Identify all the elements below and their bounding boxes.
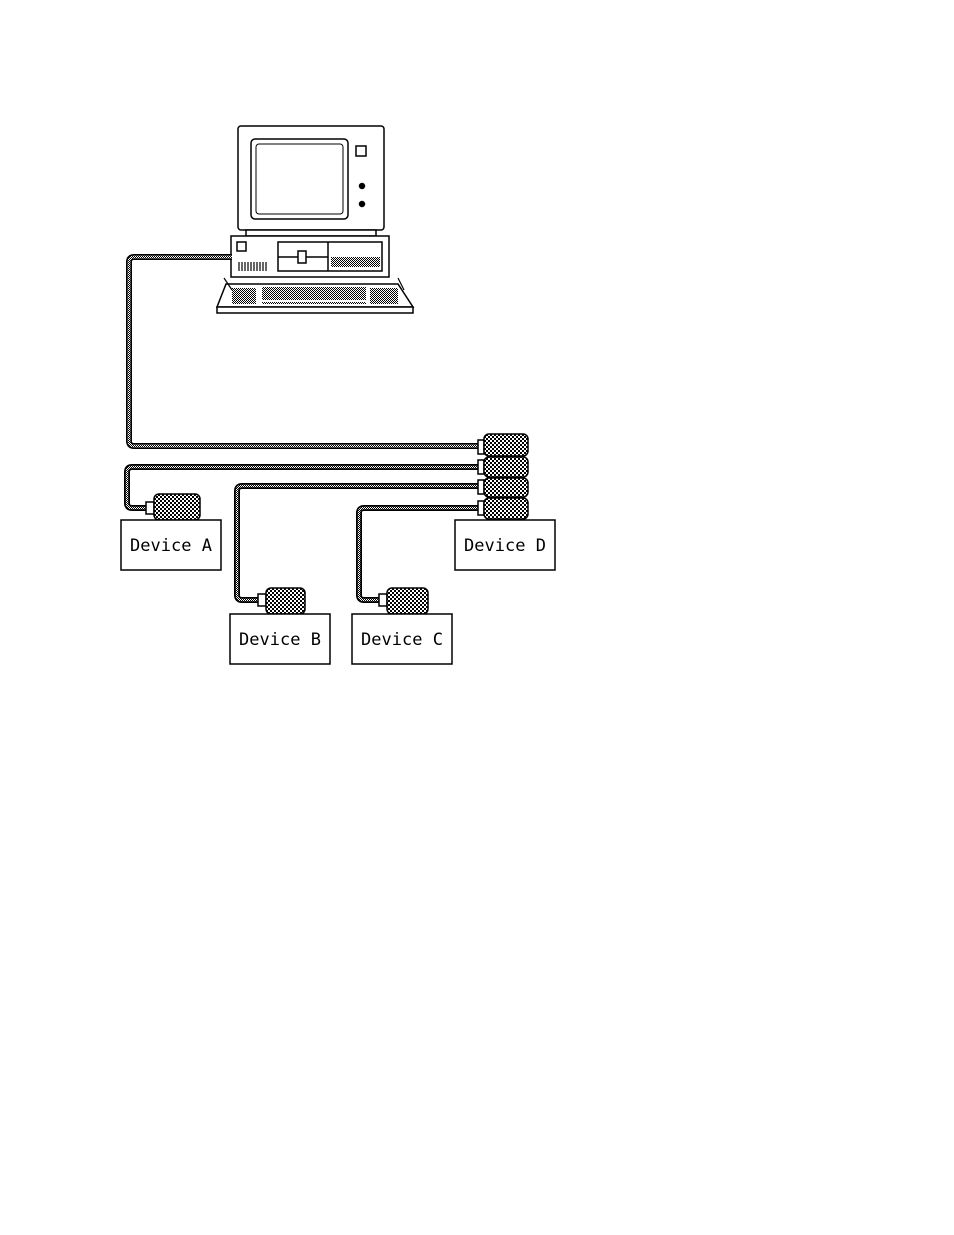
device-a: Device A — [121, 520, 221, 570]
device-b: Device B — [230, 614, 330, 664]
monitor — [238, 126, 384, 236]
device-c-label: Device C — [361, 630, 443, 650]
device-b-label: Device B — [239, 630, 321, 650]
device-a-connector — [146, 494, 200, 520]
connector-stack — [478, 434, 528, 519]
system-unit — [231, 236, 389, 277]
device-c: Device C — [352, 614, 452, 664]
device-c-connector — [379, 588, 428, 614]
device-a-label: Device A — [130, 536, 212, 556]
device-d-label: Device D — [464, 536, 546, 556]
computer — [217, 126, 413, 313]
device-d: Device D — [455, 520, 555, 570]
device-b-connector — [258, 588, 305, 614]
keyboard — [217, 278, 413, 313]
